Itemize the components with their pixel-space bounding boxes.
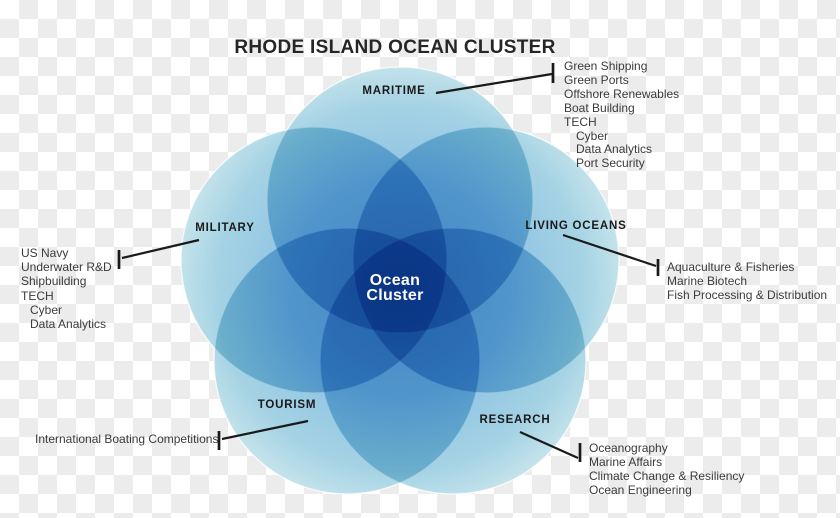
center-label-line1: Ocean xyxy=(369,272,421,289)
living-oceans-list: Aquaculture & Fisheries Marine Biotech F… xyxy=(667,260,827,302)
tourism-list: International Boating Competitions xyxy=(35,432,219,447)
maritime-callout-line xyxy=(435,72,553,95)
label-research: RESEARCH xyxy=(479,414,551,426)
list-item: US Navy xyxy=(21,246,69,260)
list-item: Cyber xyxy=(30,302,63,317)
list-item: Oceanography xyxy=(589,441,668,455)
list-item: Climate Change & Resiliency xyxy=(589,469,745,483)
list-item: Data Analytics xyxy=(576,142,653,157)
list-item: Marine Affairs xyxy=(589,455,663,469)
list-item: Boat Building xyxy=(564,100,635,115)
list-item: International Boating Competitions xyxy=(35,432,219,446)
label-tourism: TOURISM xyxy=(257,399,317,411)
living-oceans-callout-line xyxy=(562,233,657,268)
list-item: Ocean Engineering xyxy=(589,483,692,497)
tourism-callout-line xyxy=(221,419,309,441)
circle-research xyxy=(319,227,587,495)
research-callout-line xyxy=(519,430,579,460)
list-item: Data Analytics xyxy=(30,317,107,332)
label-living-oceans: LIVING OCEANS xyxy=(525,220,627,232)
maritime-list: Green Shipping Green Ports Offshore Rene… xyxy=(564,59,680,171)
list-item: Port Security xyxy=(576,156,645,171)
list-item: Aquaculture & Fisheries xyxy=(667,260,795,274)
military-callout-line xyxy=(121,238,200,260)
list-item: Offshore Renewables xyxy=(564,86,680,101)
list-item: Fish Processing & Distribution xyxy=(667,288,828,302)
label-military: MILITARY xyxy=(195,222,255,234)
center-label-line2: Cluster xyxy=(366,287,424,304)
research-list: Oceanography Marine Affairs Climate Chan… xyxy=(589,441,744,497)
center-label: Ocean Cluster xyxy=(366,272,424,304)
military-list: US Navy Underwater R&D Shipbuilding TECH… xyxy=(21,246,112,331)
callout-lines xyxy=(117,63,660,462)
list-item: Green Ports xyxy=(564,72,629,87)
list-item: TECH xyxy=(564,114,597,129)
label-maritime: MARITIME xyxy=(362,85,426,97)
list-item: TECH xyxy=(21,288,54,303)
list-item: Underwater R&D xyxy=(21,260,112,275)
list-item: Shipbuilding xyxy=(21,274,87,289)
list-item: Green Shipping xyxy=(564,59,648,73)
list-item: Marine Biotech xyxy=(667,274,748,288)
page-title: RHODE ISLAND OCEAN CLUSTER xyxy=(234,37,556,58)
list-item: Cyber xyxy=(576,128,609,143)
